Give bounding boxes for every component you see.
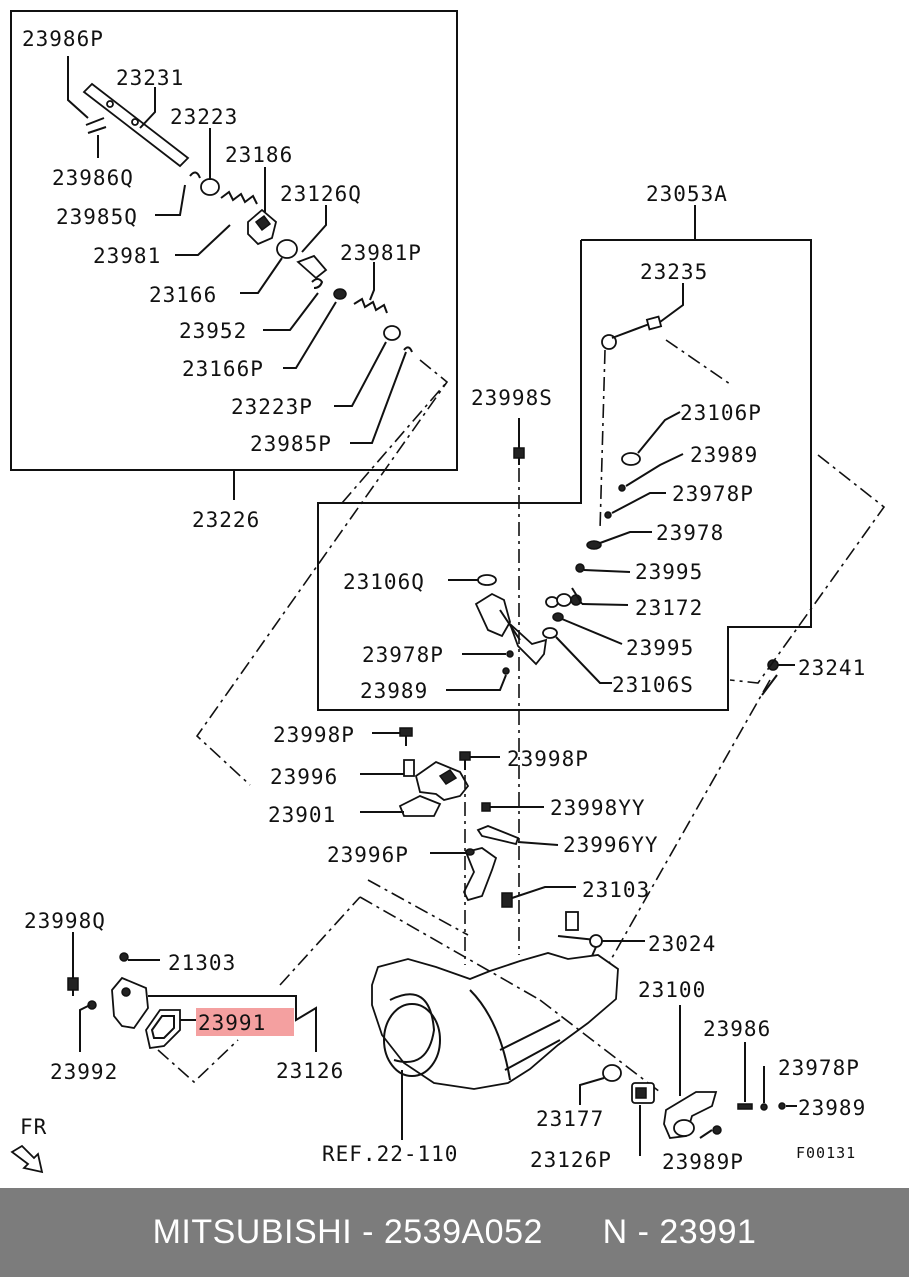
- label-23995-b: 23995: [626, 636, 694, 660]
- label-23991: 23991: [198, 1011, 266, 1035]
- label-23235: 23235: [640, 260, 708, 284]
- label-23024: 23024: [648, 932, 716, 956]
- label-23989-c: 23989: [798, 1096, 866, 1120]
- bracket-23996P-part: [462, 847, 498, 902]
- label-21303: 21303: [168, 951, 236, 975]
- bolt-23998Pb-part: [459, 751, 471, 770]
- transmission-case-part: [371, 952, 619, 1090]
- label-23998S: 23998S: [471, 386, 553, 410]
- assembly-box-23053A: [317, 239, 812, 711]
- label-23226: 23226: [192, 508, 260, 532]
- label-23985P: 23985P: [250, 432, 332, 456]
- lever-23100-part: [663, 1091, 718, 1139]
- bolt-23998S-part: [513, 447, 525, 465]
- label-23177: 23177: [536, 1107, 604, 1131]
- label-23223: 23223: [170, 105, 238, 129]
- label-figure-code: F00131: [796, 1144, 856, 1162]
- label-23992: 23992: [50, 1060, 118, 1084]
- label-23996YY: 23996YY: [563, 833, 659, 857]
- label-23978P-c: 23978P: [778, 1056, 860, 1080]
- part-info-footer: MITSUBISHI - 2539A052 N - 23991: [0, 1188, 909, 1277]
- part-number-text: MITSUBISHI - 2539A052 N - 23991: [152, 1213, 757, 1251]
- housing-23126-part: [111, 976, 149, 1029]
- select-lever-part: [601, 315, 663, 350]
- label-23978P-a: 23978P: [672, 482, 754, 506]
- label-23989-a: 23989: [690, 443, 758, 467]
- label-23998YY: 23998YY: [550, 796, 646, 820]
- label-23989-b: 23989: [360, 679, 428, 703]
- label-23126Q: 23126Q: [280, 182, 362, 206]
- label-23998P-b: 23998P: [507, 747, 589, 771]
- label-23106P: 23106P: [680, 401, 762, 425]
- label-23106Q: 23106Q: [343, 570, 425, 594]
- label-23100: 23100: [638, 978, 706, 1002]
- lever-23024-part: [557, 911, 603, 948]
- label-23996: 23996: [270, 765, 338, 789]
- interlock-block-part: [247, 208, 278, 246]
- label-23241: 23241: [798, 656, 866, 680]
- label-23166P: 23166P: [182, 357, 264, 381]
- label-23995-a: 23995: [635, 560, 703, 584]
- label-23986Q: 23986Q: [52, 166, 134, 190]
- label-front: FR: [20, 1115, 47, 1139]
- label-23981: 23981: [93, 244, 161, 268]
- label-23126: 23126: [276, 1059, 344, 1083]
- label-23981P: 23981P: [340, 241, 422, 265]
- label-23989P: 23989P: [662, 1150, 744, 1174]
- label-23998P-a: 23998P: [273, 723, 355, 747]
- label-ref-22-110: REF.22-110: [322, 1142, 458, 1166]
- label-23172: 23172: [635, 596, 703, 620]
- label-23998Q: 23998Q: [24, 909, 106, 933]
- label-23223P: 23223P: [231, 395, 313, 419]
- parts-diagram: 23986P 23231 23223 23186 23986Q 23126Q 2…: [10, 10, 886, 1174]
- label-23986: 23986: [703, 1017, 771, 1041]
- label-23103: 23103: [582, 878, 650, 902]
- bolt-23998Q-part: [67, 977, 79, 996]
- label-23901: 23901: [268, 803, 336, 827]
- shift-rail-part: [82, 82, 190, 168]
- highlight-23991: [196, 1008, 294, 1036]
- bracket-23901-part: [398, 759, 470, 817]
- label-23231: 23231: [116, 66, 184, 90]
- gasket-23991-part: [145, 1009, 181, 1050]
- sensor-23126P-part: [631, 1082, 655, 1104]
- label-23985Q: 23985Q: [56, 205, 138, 229]
- label-23978P-b: 23978P: [362, 643, 444, 667]
- diagram-svg: 23986P 23231 23223 23186 23986Q 23126Q 2…: [10, 10, 886, 1174]
- front-direction-icon: [10, 1144, 44, 1174]
- label-23996P: 23996P: [327, 843, 409, 867]
- label-23952: 23952: [179, 319, 247, 343]
- label-23186: 23186: [225, 143, 293, 167]
- bolt-23998P-part: [399, 727, 413, 746]
- label-23166: 23166: [149, 283, 217, 307]
- label-23126P: 23126P: [530, 1148, 612, 1172]
- label-23106S: 23106S: [612, 673, 694, 697]
- label-23053A: 23053A: [646, 182, 728, 206]
- label-23986P: 23986P: [22, 27, 104, 51]
- shift-shaft-part: [545, 593, 582, 608]
- label-23978: 23978: [656, 521, 724, 545]
